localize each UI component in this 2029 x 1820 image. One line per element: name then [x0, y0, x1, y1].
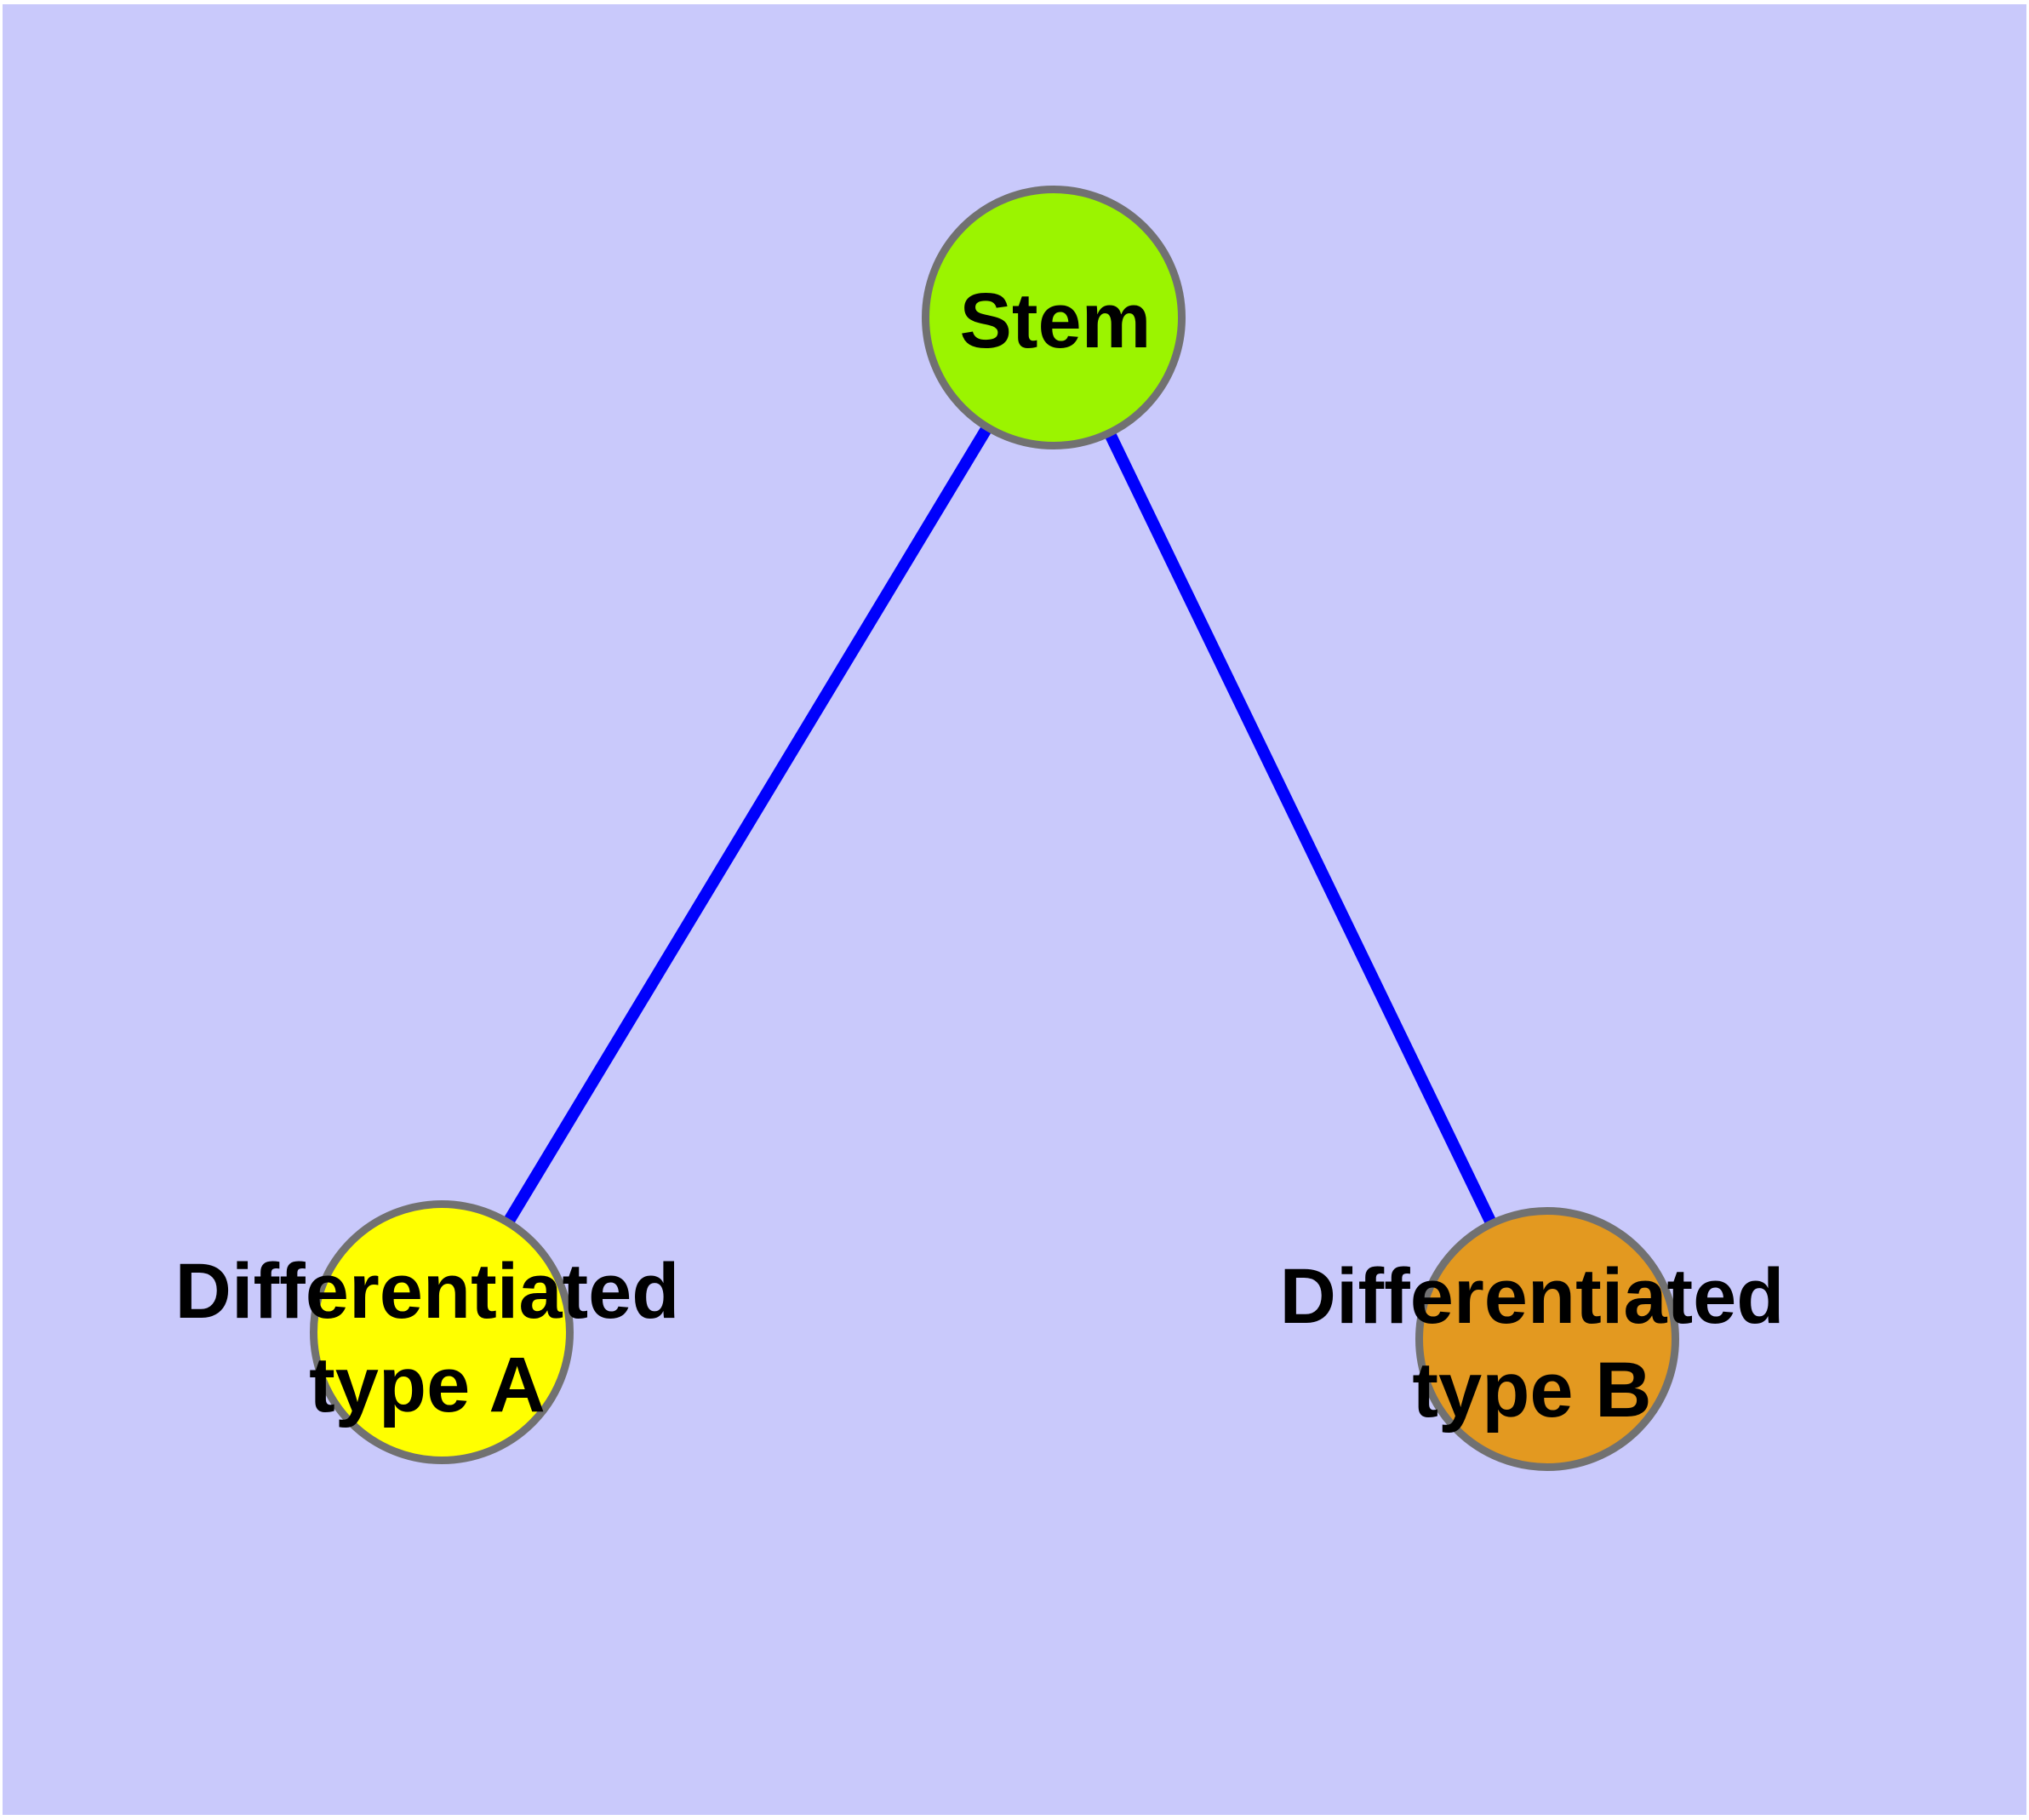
edge-stem-to-type-b — [1048, 314, 1553, 1342]
node-stem — [922, 186, 1186, 449]
node-differentiated-type-a — [310, 1200, 574, 1464]
edge-stem-to-type-a — [437, 314, 1059, 1336]
node-differentiated-type-b — [1415, 1207, 1679, 1471]
